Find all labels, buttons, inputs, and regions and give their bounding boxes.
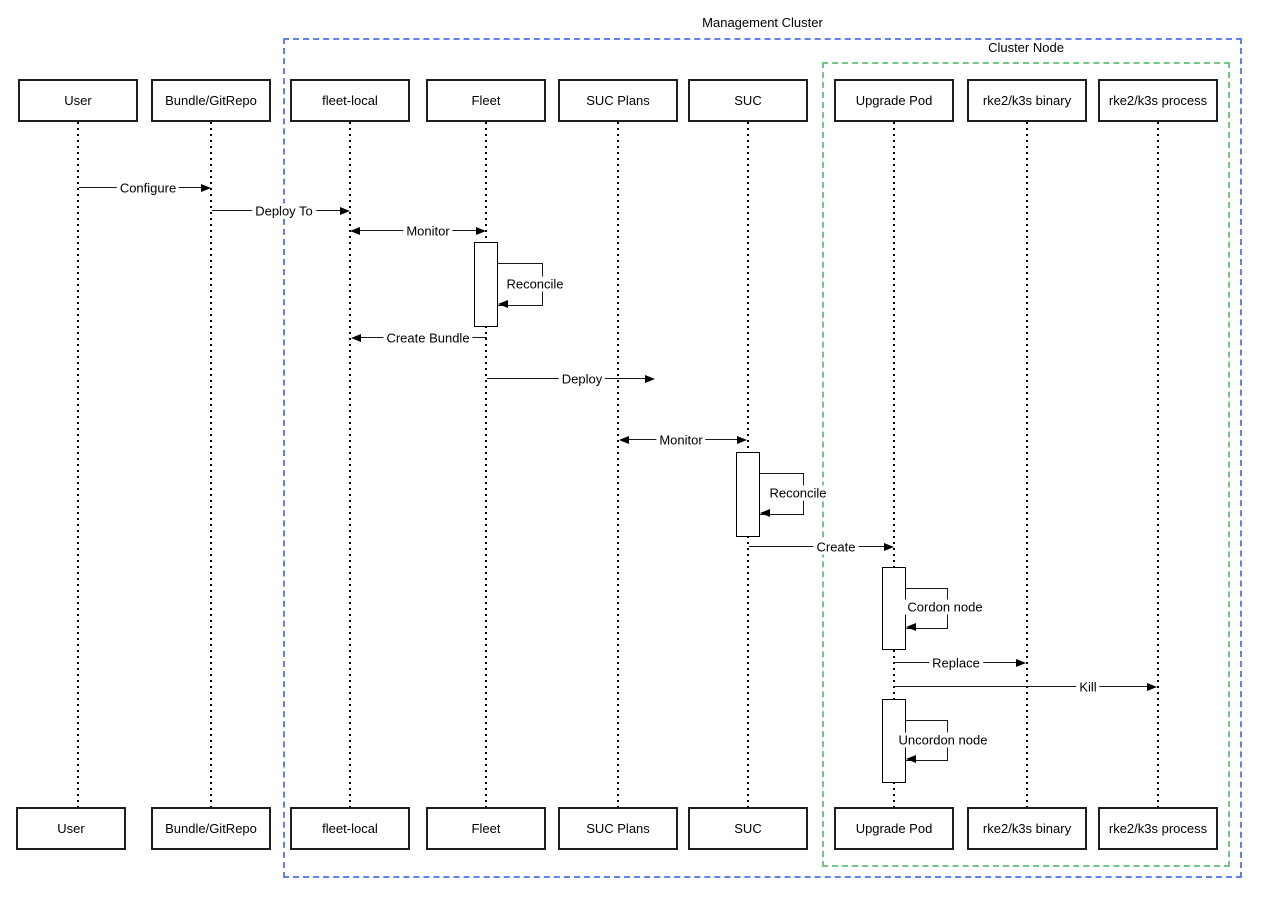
arrowhead-right-icon: [340, 207, 350, 215]
arrowhead-right-icon: [201, 184, 211, 192]
participant-user-bottom: User: [16, 807, 126, 850]
participant-fleet-bottom: Fleet: [426, 807, 546, 850]
lifeline-rke2-k3s-process: [1157, 122, 1159, 807]
arrow-kill: [895, 686, 1148, 687]
lifeline-fleet: [485, 122, 487, 807]
participant-suc-plans-top: SUC Plans: [558, 79, 678, 122]
participant-fleet-local-top: fleet-local: [290, 79, 410, 122]
participant-bundle-gitrepo-top: Bundle/GitRepo: [151, 79, 271, 122]
label-kill: Kill: [1076, 679, 1100, 695]
arrowhead-right-icon: [1016, 659, 1026, 667]
participant-rke2-k3s-binary-bottom: rke2/k3s binary: [967, 807, 1087, 850]
arrowhead-left-icon: [498, 300, 508, 308]
label-replace: Replace: [929, 655, 983, 671]
arrowhead-right-icon: [884, 543, 894, 551]
lifeline-upgrade-pod: [893, 122, 895, 807]
arrowhead-right-icon: [1147, 683, 1157, 691]
participant-suc-bottom: SUC: [688, 807, 808, 850]
arrowhead-left-icon: [906, 623, 916, 631]
arrowhead-left-icon: [906, 755, 916, 763]
arrowhead-right-icon: [737, 436, 747, 444]
participant-upgrade-pod-bottom: Upgrade Pod: [834, 807, 954, 850]
participant-fleet-top: Fleet: [426, 79, 546, 122]
label-reconcile-fleet: Reconcile: [503, 276, 567, 292]
participant-fleet-local-bottom: fleet-local: [290, 807, 410, 850]
participant-bundle-gitrepo-bottom: Bundle/GitRepo: [151, 807, 271, 850]
cluster-node-label: Cluster Node: [988, 40, 1064, 55]
management-cluster-boundary: [283, 38, 1242, 878]
participant-suc-plans-bottom: SUC Plans: [558, 807, 678, 850]
label-create-bundle: Create Bundle: [383, 330, 473, 346]
label-reconcile-suc: Reconcile: [766, 485, 830, 501]
management-cluster-label: Management Cluster: [702, 15, 823, 30]
participant-suc-top: SUC: [688, 79, 808, 122]
activation-fleet: [474, 242, 498, 327]
arrowhead-left-icon: [619, 436, 629, 444]
participant-rke2-k3s-binary-top: rke2/k3s binary: [967, 79, 1087, 122]
lifeline-fleet-local: [349, 122, 351, 807]
label-uncordon-node: Uncordon node: [895, 732, 991, 748]
arrowhead-left-icon: [350, 227, 360, 235]
participant-rke2-k3s-process-top: rke2/k3s process: [1098, 79, 1218, 122]
label-monitor-suc: Monitor: [656, 432, 706, 448]
label-deploy: Deploy: [558, 371, 606, 387]
activation-suc: [736, 452, 760, 537]
lifeline-rke2-k3s-binary: [1026, 122, 1028, 807]
arrowhead-right-icon: [476, 227, 486, 235]
label-cordon-node: Cordon node: [904, 599, 986, 615]
participant-rke2-k3s-process-bottom: rke2/k3s process: [1098, 807, 1218, 850]
participant-user-top: User: [18, 79, 138, 122]
label-create: Create: [813, 539, 859, 555]
lifeline-suc-plans: [617, 122, 619, 807]
lifeline-user: [77, 122, 79, 807]
arrowhead-right-icon: [645, 375, 655, 383]
label-configure: Configure: [116, 180, 180, 196]
participant-upgrade-pod-top: Upgrade Pod: [834, 79, 954, 122]
label-deploy-to: Deploy To: [252, 203, 316, 219]
lifeline-bundle-gitrepo: [210, 122, 212, 807]
arrowhead-left-icon: [760, 509, 770, 517]
cluster-node-boundary: [822, 62, 1230, 867]
arrowhead-left-icon: [351, 334, 361, 342]
activation-upgrade-pod-1: [882, 567, 906, 650]
label-monitor-fleet: Monitor: [403, 223, 453, 239]
